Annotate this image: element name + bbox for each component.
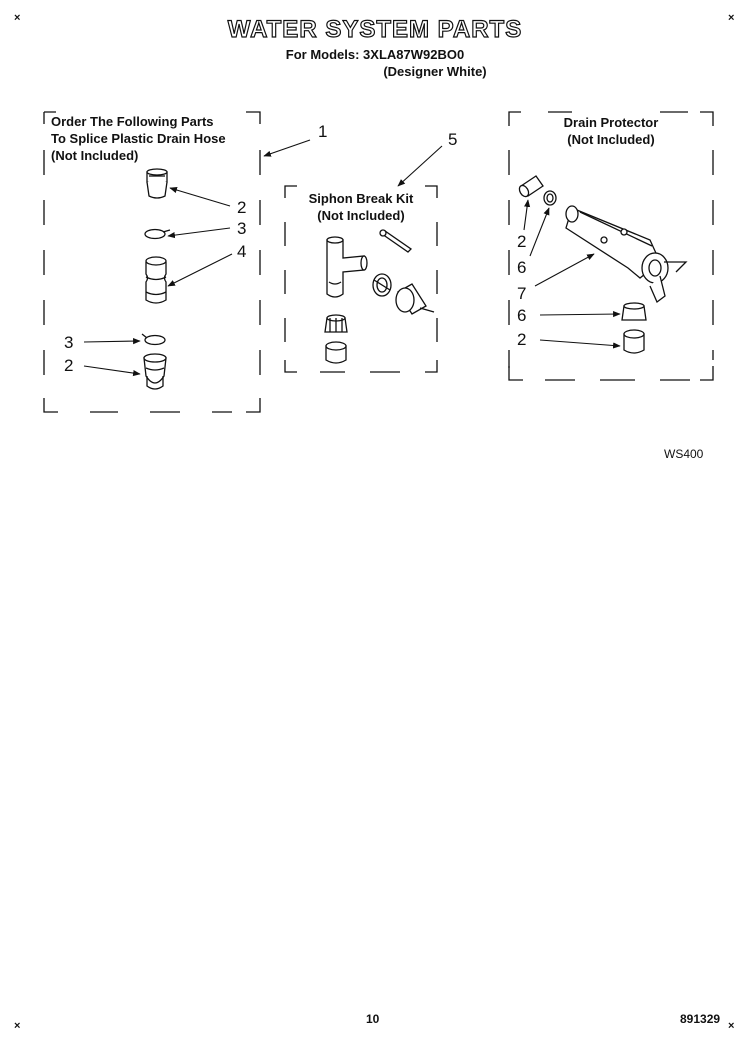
clamp-ring-bottom — [141, 333, 166, 346]
leader-7 — [534, 253, 595, 287]
leader-1 — [263, 139, 311, 157]
drain-protector-title: Drain Protector (Not Included) — [509, 114, 713, 148]
model-info: For Models: 3XLA87W92BO0 (Designer White… — [0, 46, 750, 80]
callout-3-top: 3 — [237, 219, 247, 238]
siphon-title-line1: Siphon Break Kit — [308, 191, 414, 206]
siphon-clamp — [372, 273, 392, 297]
drain-title-line2: (Not Included) — [567, 132, 655, 147]
siphon-end-cap — [395, 283, 435, 315]
corner-mark-bottom-left: × — [14, 1020, 21, 1032]
clamp-ring-top — [144, 228, 171, 240]
splice-parts-title: Order The Following Parts To Splice Plas… — [51, 113, 226, 164]
splice-parts-frame — [43, 111, 261, 413]
callout-6-drain-top: 6 — [517, 258, 527, 277]
adapter-bottom — [143, 353, 167, 390]
splice-title-line2: To Splice Plastic Drain Hose — [51, 131, 226, 146]
callout-1: 1 — [318, 122, 328, 141]
model-color: (Designer White) — [383, 64, 487, 79]
drain-nut-lower — [621, 302, 647, 321]
drain-adapter-upper — [518, 175, 544, 198]
leader-6-drain-top — [529, 207, 550, 257]
leader-2-bottom — [83, 365, 141, 377]
leader-2-drain-top — [523, 199, 531, 231]
callout-2-drain-bottom: 2 — [517, 330, 527, 349]
callout-2-top: 2 — [237, 198, 247, 217]
adapter-top — [146, 168, 168, 199]
splice-title-line1: Order The Following Parts — [51, 114, 214, 129]
leader-2-drain-bottom — [539, 339, 621, 349]
corner-mark-top-left: × — [14, 12, 21, 24]
splice-title-line3: (Not Included) — [51, 148, 139, 163]
siphon-tee — [326, 236, 368, 298]
drain-adapter-lower — [623, 329, 645, 354]
leader-5 — [397, 145, 443, 187]
callout-7: 7 — [517, 284, 527, 303]
callout-2-drain-top: 2 — [517, 232, 527, 251]
drain-protector-frame — [508, 111, 714, 381]
callout-5: 5 — [448, 130, 458, 149]
callout-2-bottom: 2 — [64, 356, 74, 375]
corner-mark-top-right: × — [728, 12, 735, 24]
siphon-kit-title: Siphon Break Kit (Not Included) — [285, 190, 437, 224]
drain-protector-body — [565, 205, 688, 304]
connector-tube — [145, 256, 167, 304]
siphon-pin — [379, 229, 413, 253]
leader-6-drain-bottom — [539, 311, 621, 318]
page-number: 10 — [366, 1012, 380, 1026]
siphon-nut — [324, 314, 348, 333]
drain-nut-upper — [543, 190, 557, 206]
siphon-title-line2: (Not Included) — [317, 208, 405, 223]
callout-3-bottom: 3 — [64, 333, 74, 352]
leader-4 — [167, 253, 233, 287]
model-number: For Models: 3XLA87W92BO0 — [285, 47, 465, 62]
page-title: WATER SYSTEM PARTS — [227, 15, 523, 43]
drain-title-line1: Drain Protector — [563, 115, 659, 130]
corner-mark-bottom-right: × — [728, 1020, 735, 1032]
leader-3-top — [167, 227, 231, 239]
siphon-kit-frame — [284, 185, 438, 373]
leader-3-bottom — [83, 338, 141, 345]
callout-4: 4 — [237, 242, 247, 261]
leader-2-top — [169, 187, 231, 207]
siphon-adapter — [325, 341, 347, 364]
document-number: 891329 — [680, 1012, 721, 1026]
diagram-code: WS400 — [664, 447, 704, 461]
callout-6-drain-bottom: 6 — [517, 306, 527, 325]
